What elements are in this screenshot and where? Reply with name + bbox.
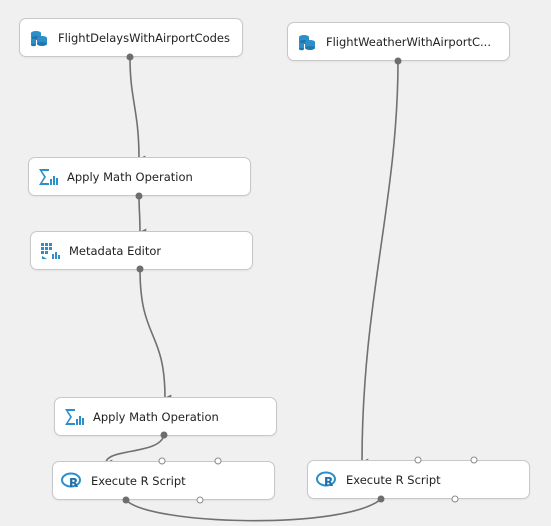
module-apply-math-operation-2[interactable]: Apply Math Operation [54,397,277,436]
input-port[interactable] [470,456,478,464]
math-operation-icon [37,166,59,188]
input-port[interactable] [158,457,166,465]
output-port[interactable] [451,495,459,503]
r-script-icon: R [316,469,338,491]
metadata-editor-icon [39,240,61,262]
connection-applymath2-to-executer [105,434,165,467]
svg-text:R: R [324,475,333,489]
connection-applymath-to-metadata [138,195,147,236]
connection-flightdelays-to-applymath [129,57,146,163]
module-apply-math-operation[interactable]: Apply Math Operation [28,157,251,196]
output-port[interactable] [135,192,143,200]
module-label: FlightDelaysWithAirportCodes [58,30,230,45]
input-port[interactable] [414,456,422,464]
module-label: Apply Math Operation [93,409,219,424]
module-flight-weather[interactable]: FlightWeatherWithAirportC... [287,22,510,61]
output-port[interactable] [377,495,385,503]
connection-executer-outputs [125,499,381,522]
r-script-icon: R [61,470,83,492]
output-port[interactable] [126,53,134,61]
output-port[interactable] [196,496,204,504]
output-port[interactable] [136,265,144,273]
dataset-icon [28,27,50,49]
connection-flightweather-to-executer2 [361,60,399,466]
module-label: Execute R Script [346,472,441,487]
module-label: FlightWeatherWithAirportC... [326,34,491,49]
output-port[interactable] [394,57,402,65]
output-port[interactable] [160,431,168,439]
module-label: Apply Math Operation [67,169,193,184]
module-label: Metadata Editor [69,243,162,258]
math-operation-icon [63,406,85,428]
dataset-icon [296,31,318,53]
connection-metadata-to-applymath2 [139,268,172,402]
module-label: Execute R Script [91,473,186,488]
module-execute-r-script[interactable]: R Execute R Script [52,461,275,500]
output-port[interactable] [122,496,130,504]
module-metadata-editor[interactable]: Metadata Editor [30,231,253,270]
module-execute-r-script-2[interactable]: R Execute R Script [307,460,530,499]
svg-text:R: R [69,476,78,490]
module-flight-delays[interactable]: FlightDelaysWithAirportCodes [19,18,243,57]
input-port[interactable] [214,457,222,465]
